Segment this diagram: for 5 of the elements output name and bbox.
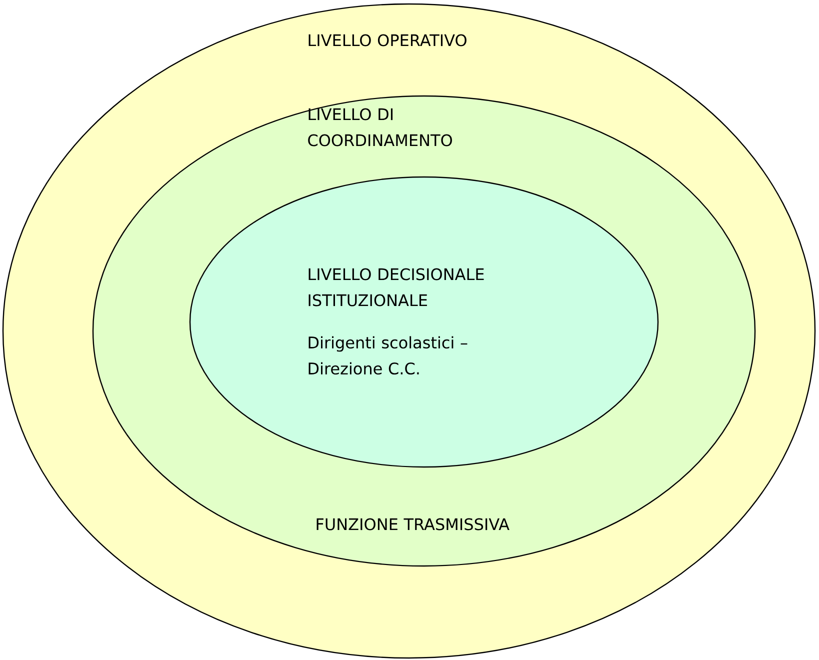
level-title: LIVELLO DI COORDINAMENTO xyxy=(308,108,452,146)
level-description: FUNZIONE TRASMISSIVA xyxy=(316,518,510,530)
level-title: LIVELLO DECISIONALE ISTITUZIONALE xyxy=(308,268,484,306)
level-title: LIVELLO OPERATIVO xyxy=(308,34,466,46)
level-description: Dirigenti scolastici – Direzione C.C. xyxy=(308,336,468,375)
